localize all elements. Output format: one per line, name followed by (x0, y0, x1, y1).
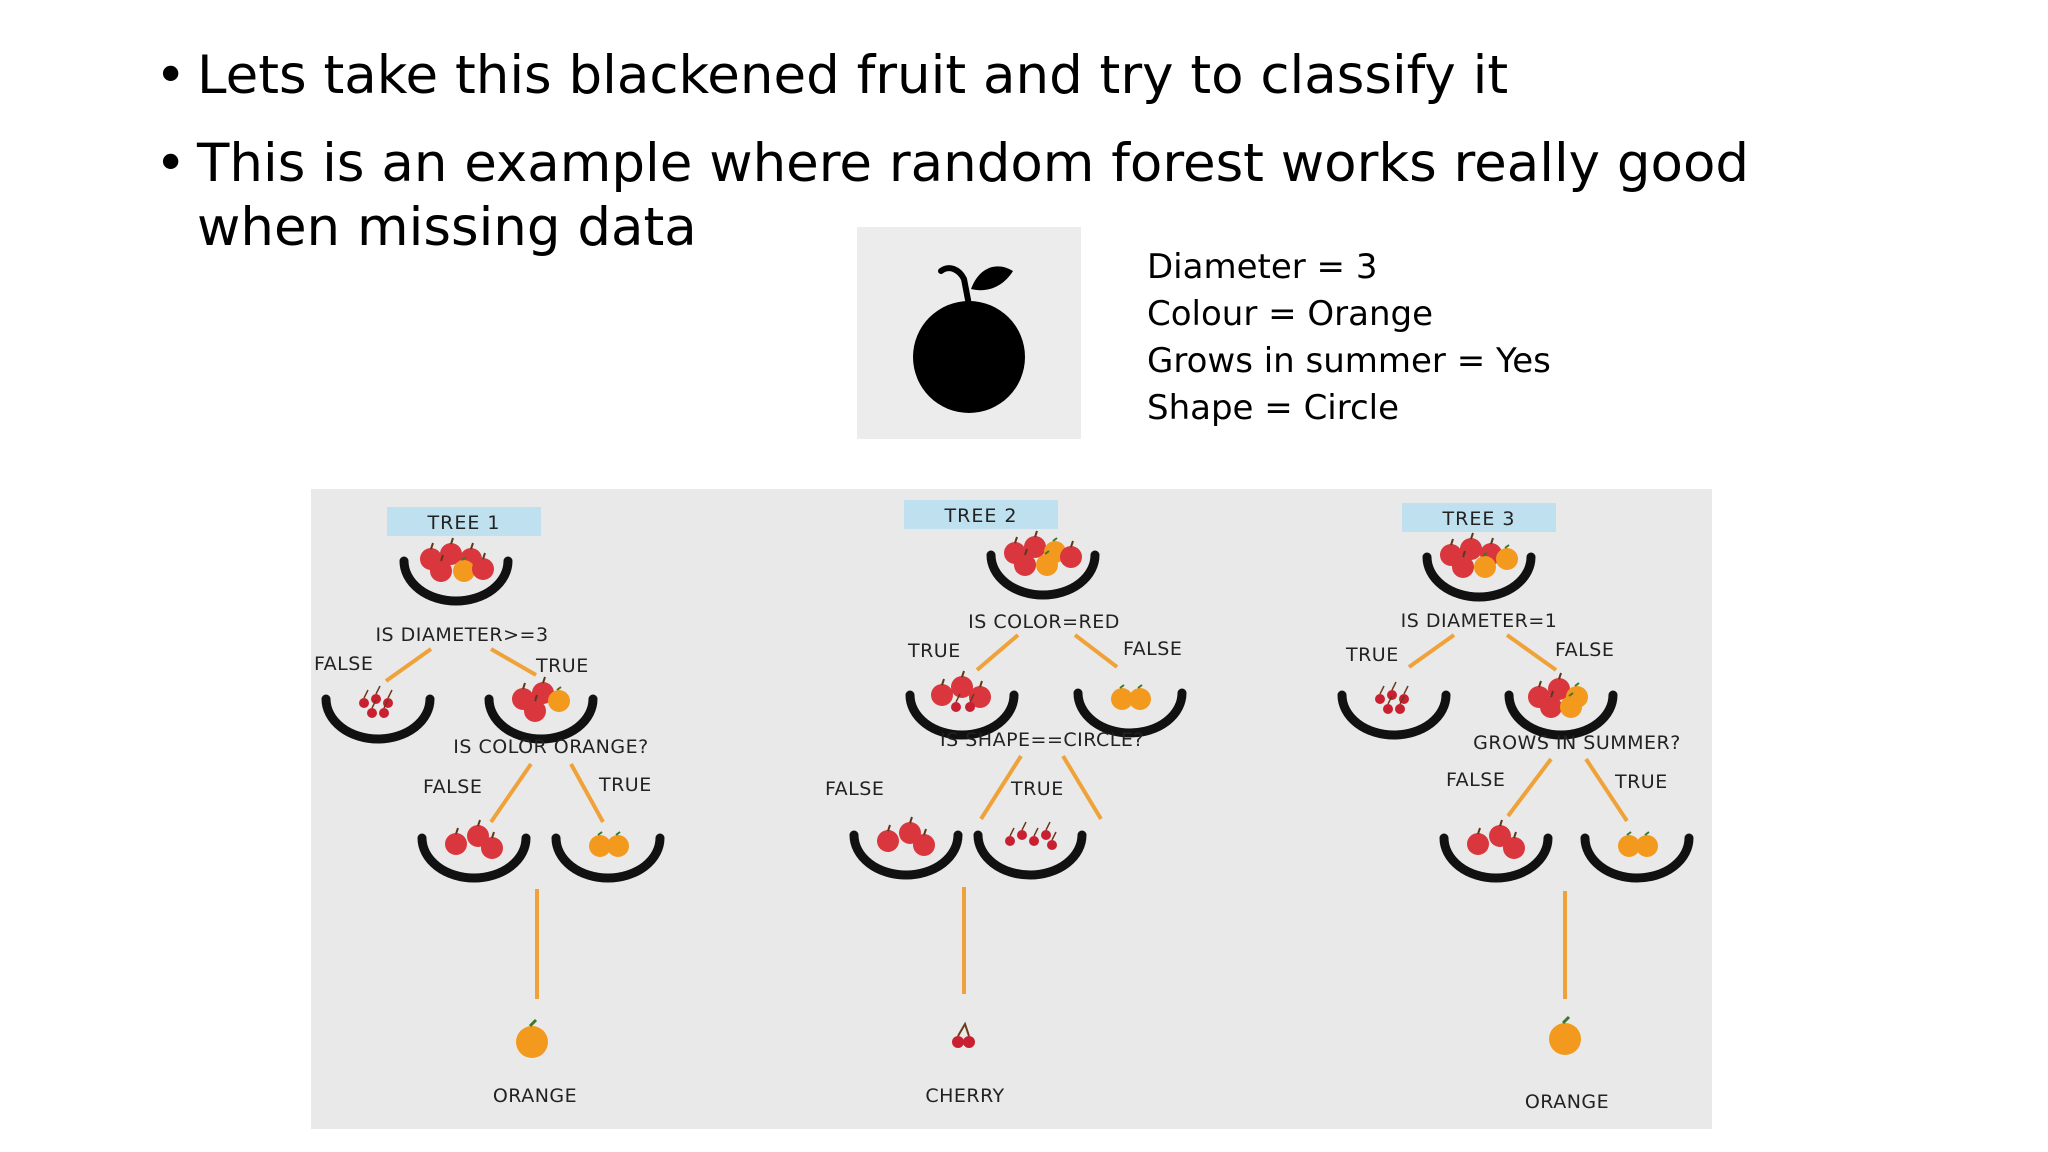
branch-label-false: FALSE (423, 776, 482, 798)
result-label: CHERRY (925, 1085, 1004, 1107)
inner-bowl (1509, 672, 1613, 735)
branch-line (384, 647, 433, 683)
tree-title: TREE 1 (427, 512, 501, 534)
bullet-item: This is an example where random forest w… (155, 132, 1797, 260)
branch-line (975, 633, 1020, 672)
leaf-bowl (978, 821, 1082, 875)
question-1: IS DIAMETER>=3 (375, 624, 548, 646)
leaf-bowl (1342, 681, 1446, 735)
leaf-bowl (326, 685, 430, 739)
leaf-bowl (1444, 819, 1548, 878)
fruit-attributes: Diameter = 3 Colour = Orange Grows in su… (1147, 244, 1551, 432)
question-2: IS SHAPE==CIRCLE? (940, 729, 1144, 751)
root-bowl (1427, 532, 1531, 597)
branch-line (1073, 633, 1119, 669)
orange-icon (516, 1018, 548, 1058)
bullet-item: Lets take this blackened fruit and try t… (155, 44, 1855, 108)
blackened-fruit-image (857, 227, 1081, 439)
tree-title: TREE 2 (944, 505, 1018, 527)
branch-label-false: FALSE (314, 653, 373, 675)
branch-label-true: TRUE (1614, 771, 1668, 793)
inner-bowl (910, 670, 1014, 735)
branch-label-false: FALSE (1555, 639, 1614, 661)
branch-label-true: TRUE (598, 774, 652, 796)
root-bowl (991, 530, 1095, 595)
orange-icon (1549, 1015, 1581, 1055)
branch-line (1506, 757, 1553, 818)
branch-label-false: FALSE (825, 778, 884, 800)
inner-bowl (489, 676, 593, 739)
branch-line (1505, 633, 1558, 672)
tree-title-tag (904, 500, 1058, 529)
question-1: IS DIAMETER=1 (1401, 610, 1558, 632)
random-forest-diagram: TREE 1 IS DIAMETER>=3 FALSE TRUE IS COL (311, 489, 1712, 1129)
branch-label-true: TRUE (1345, 644, 1399, 666)
result-label: ORANGE (1525, 1091, 1609, 1113)
branch-label-true: TRUE (535, 655, 589, 677)
tree-title-tag (1402, 503, 1556, 532)
branch-label-false: FALSE (1123, 638, 1182, 660)
attribute-shape: Shape = Circle (1147, 388, 1400, 428)
tree-title: TREE 3 (1442, 508, 1516, 530)
branch-line (489, 762, 533, 824)
attribute-colour: Colour = Orange (1147, 294, 1434, 334)
cherry-icon (952, 1021, 975, 1048)
branch-line (489, 647, 538, 677)
question-2: GROWS IN SUMMER? (1473, 732, 1681, 754)
attribute-grows-in-summer: Grows in summer = Yes (1147, 341, 1551, 381)
branch-line (979, 754, 1023, 821)
attribute-diameter: Diameter = 3 (1147, 247, 1378, 287)
question-2: IS COLOR ORANGE? (453, 736, 648, 758)
branch-line (569, 763, 605, 823)
branch-line (1061, 754, 1103, 821)
result-label: ORANGE (493, 1085, 577, 1107)
bullet-list: Lets take this blackened fruit and try t… (155, 44, 1855, 284)
branch-line (1584, 757, 1629, 823)
question-1: IS COLOR=RED (968, 611, 1120, 633)
branch-label-true: TRUE (907, 640, 961, 662)
tree-1: TREE 1 IS DIAMETER>=3 FALSE TRUE IS COL (314, 507, 660, 1107)
leaf-bowl (556, 831, 660, 878)
tree-2: TREE 2 IS COLOR=RED TRUE FALSE IS SHAPE=… (825, 500, 1182, 1107)
leaf-bowl (1078, 684, 1182, 733)
tree-title-tag (387, 507, 541, 536)
root-bowl (404, 537, 508, 601)
branch-label-false: FALSE (1446, 769, 1505, 791)
branch-line (1407, 633, 1456, 669)
branch-label-true: TRUE (1010, 778, 1064, 800)
leaf-bowl (422, 819, 526, 878)
tree-3: TREE 3 IS DIAMETER=1 TRUE FALSE GROWS I (1342, 503, 1689, 1113)
leaf-bowl (1585, 831, 1689, 878)
leaf-bowl (854, 816, 958, 875)
